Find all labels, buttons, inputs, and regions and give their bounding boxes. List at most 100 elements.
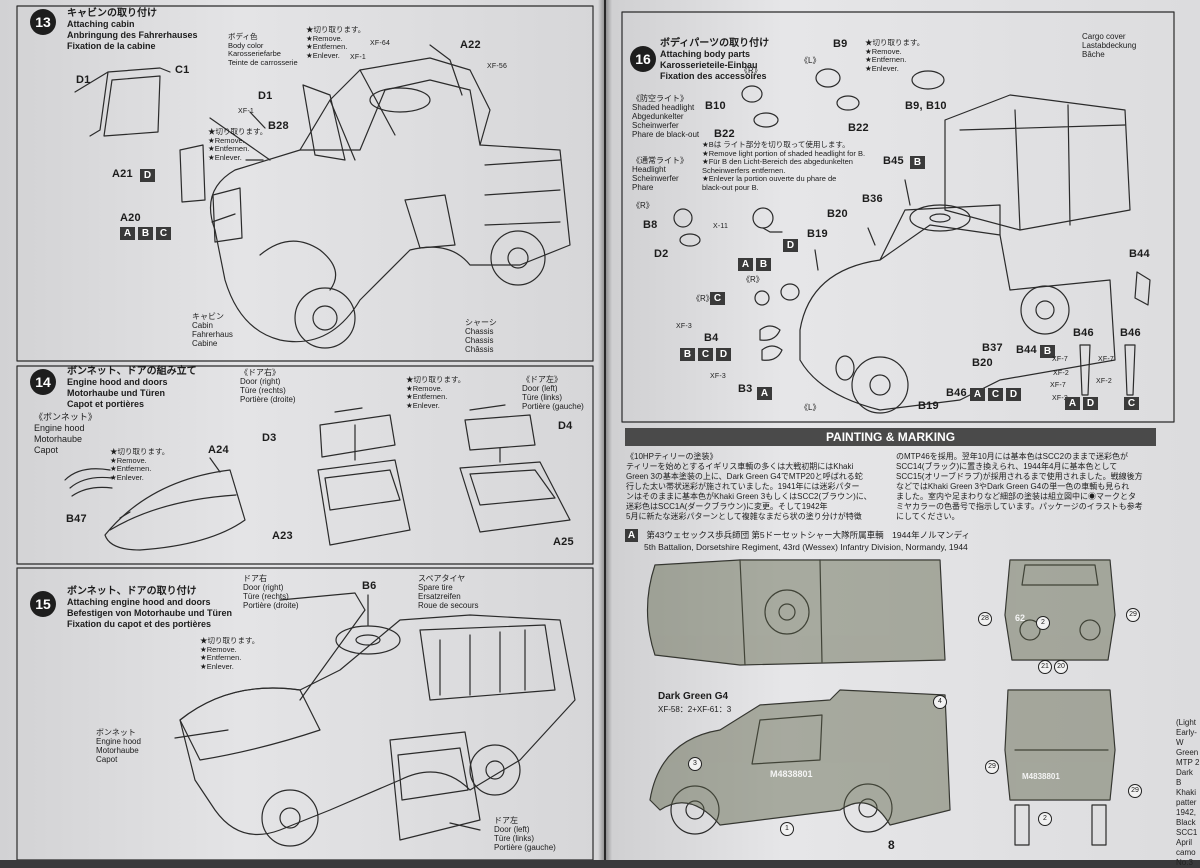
version-box: A [757, 387, 772, 400]
decal-callout: 29 [1128, 784, 1142, 798]
clip-line: patter [1176, 798, 1197, 807]
clip-line: Black [1176, 818, 1196, 827]
step13-body-color-note: ボディ色 Body color Karosseriefarbe Teinte d… [228, 32, 298, 67]
paint-xf7-c: XF-7 [1098, 356, 1114, 363]
shaded-jp: 《防空ライト》 [632, 94, 688, 103]
step14-hood-remove-note: ★切り取ります。 ★Remove. ★Entfernen. ★Enlever. [110, 447, 170, 482]
part-a24: A24 [208, 444, 229, 456]
a21-version-box: D [140, 169, 155, 182]
cabin-fr: Cabine [192, 339, 218, 348]
remove-en: ★Remove. [110, 455, 147, 465]
part-d4: D4 [558, 420, 573, 432]
c2-version-box: C [1124, 397, 1139, 410]
part-b45: B45 [883, 155, 904, 167]
note-jp: ★Bは ライト部分を切り取って使用します。 [702, 140, 850, 149]
step16-headlight-note: ★Bは ライト部分を切り取って使用します。 ★Remove light port… [702, 140, 865, 193]
step15-title-de: Befestigen von Motorhaube und Türen [67, 608, 233, 618]
version-box: D [716, 348, 731, 361]
chassis-fr: Châssis [465, 345, 494, 354]
door-right-jp: 《ドア右》 [240, 368, 280, 377]
paint-color-mix: XF-58：2+XF-61：3 [658, 705, 732, 714]
step14-title: ボンネット、ドアの組み立て Engine hood and doors Moto… [67, 366, 197, 410]
version-box: B [756, 258, 771, 271]
version-box: C [988, 388, 1003, 401]
mark-R-3: 《R》 [742, 275, 764, 284]
version-box: C [698, 348, 713, 361]
remove-fr: ★Enlever. [406, 400, 440, 410]
clip-line: Early-W [1176, 728, 1197, 747]
hood-jp: ボンネット [96, 728, 136, 737]
part-b9-b10: B9, B10 [905, 100, 947, 112]
part-d2: D2 [654, 248, 669, 260]
version-box: A [738, 258, 753, 271]
paint-xf2-a: XF-2 [1053, 370, 1069, 377]
remove-en: ★Remove. [865, 46, 902, 56]
chassis-en: Chassis [465, 327, 494, 336]
chassis-jp: シャーシ [465, 318, 497, 327]
paint-xf3-b: XF-3 [710, 373, 726, 380]
painting-line: ンはそのままに基本色がKhaki Green 3もしくはSCC2(ブラウン)に、 [626, 492, 872, 501]
decal-callout: 4 [933, 695, 947, 709]
part-b19-b: B19 [918, 400, 939, 412]
step13-title-de: Anbringung des Fahrerhauses [67, 30, 198, 40]
next-page-clipped-text: (Light Early-W Green MTP 2 Dark B Khaki … [1176, 718, 1200, 868]
headlight-jp: 《通常ライト》 [632, 156, 688, 165]
remove-jp: ★切り取ります。 [865, 38, 925, 47]
spare-fr: Roue de secours [418, 601, 479, 610]
painting-line: にしてください。 [896, 512, 960, 521]
painting-line: ティリーを始めとするイギリス車輌の多くは大戦初期にはKhaki [626, 462, 854, 471]
remove-de: ★Entfernen. [406, 392, 448, 402]
door-left-fr: Portière (gauche) [494, 843, 556, 852]
version-box: D [140, 169, 155, 182]
door-left-fr: Portière (gauche) [522, 402, 584, 411]
note-fr2: black-out pour B. [702, 182, 759, 192]
door-left-de: Türe (links) [494, 834, 535, 843]
decal-callout: 28 [978, 612, 992, 626]
part-b46-b: B46 [1073, 327, 1094, 339]
step15-spare-tire-label: スペアタイヤ Spare tire Ersatzreifen Roue de s… [418, 574, 478, 610]
cargo-en: Cargo cover [1082, 32, 1126, 41]
remove-jp: ★切り取ります。 [110, 447, 170, 456]
step14-door-remove-note: ★切り取ります。 ★Remove. ★Entfernen. ★Enlever. [406, 375, 466, 410]
d-version-box: D [783, 239, 798, 252]
step16-title-jp: ボディパーツの取り付け [660, 38, 770, 49]
step16-number: 16 [630, 46, 656, 72]
remove-fr: ★Enlever. [865, 63, 899, 73]
painting-text-right: のMTP46を採用。翌年10月には基本色はSCC2のままで迷彩色が SCC14(… [896, 452, 1156, 522]
paint-xf1-a: XF-1 [350, 54, 366, 61]
version-box: C [710, 292, 725, 305]
remove-fr: ★Enlever. [208, 152, 242, 162]
mark-L-2: 《L》 [800, 403, 821, 412]
step15-hood-label: ボンネット Engine hood Motorhaube Capot [96, 728, 141, 764]
door-right-en: Door (right) [243, 583, 284, 592]
painting-line: のMTP46を採用。翌年10月には基本色はSCC2のままで迷彩色が [896, 452, 1129, 461]
painting-line: 行した太い帯状迷彩が施されていました。1941年には迷彩パター [626, 482, 860, 491]
step13-cabin-label: キャビン Cabin Fahrerhaus Cabine [192, 312, 233, 348]
scheme-a-caption: A 第43ウェセックス歩兵師団 第5ドーセットシャー大隊所属車輌 1944年ノル… [625, 529, 970, 552]
version-box: D [1006, 388, 1021, 401]
clip-line: SCC1 [1176, 828, 1198, 837]
version-box: C [1124, 397, 1139, 410]
remove-de: ★Entfernen. [200, 653, 242, 663]
spare-jp: スペアタイヤ [418, 574, 466, 583]
step16-cargo-cover-label: Cargo cover Lastabdeckung Bâche [1082, 32, 1136, 59]
part-b47: B47 [66, 513, 87, 525]
decal-callout: 21 [1038, 660, 1052, 674]
shaded-en: Shaded headlight [632, 103, 695, 112]
part-b46-c: B46 [1120, 327, 1141, 339]
paint-xf1-b: XF-1 [238, 108, 254, 115]
version-box: B [138, 227, 153, 240]
paint-xf2-c: XF-2 [1052, 395, 1068, 402]
part-d1: D1 [258, 90, 273, 102]
step13-title: キャビンの取り付け Attaching cabin Anbringung des… [67, 8, 198, 52]
remove-fr: ★Enlever. [200, 661, 234, 671]
door-left-de: Türe (links) [522, 393, 563, 402]
step14-title-de: Motorhaube und Türen [67, 388, 165, 398]
part-b22-b: B22 [848, 122, 869, 134]
shaded-fr: Phare de black-out [632, 130, 700, 139]
ab-version-boxes: A B [738, 258, 771, 271]
part-b10: B10 [705, 100, 726, 112]
c-version-box: C [710, 292, 725, 305]
b45-version-box: B [910, 156, 925, 169]
remove-jp: ★切り取ります。 [406, 375, 466, 384]
